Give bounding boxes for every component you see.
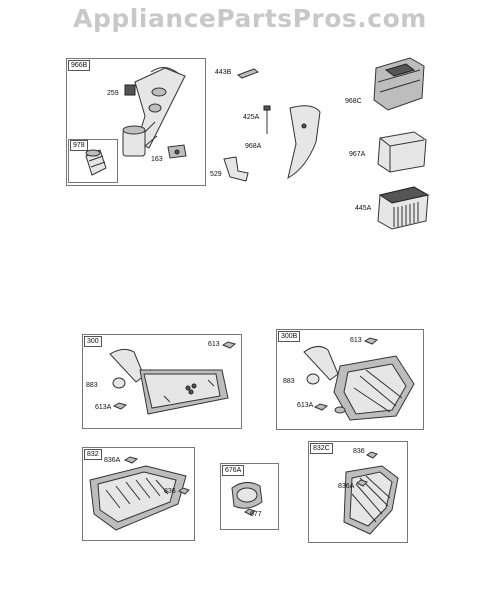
part-label-300B-883: 883 bbox=[283, 378, 295, 385]
part-label-676A-677: 677 bbox=[250, 511, 262, 518]
part-label-300-613: 613 bbox=[208, 341, 220, 348]
part-label-529: 529 bbox=[210, 171, 222, 178]
screw-613-300-part bbox=[221, 341, 237, 349]
site-watermark: AppliancePartsPros.com bbox=[73, 4, 427, 33]
air-intake-elbow-part bbox=[122, 67, 186, 157]
screw-836A-832C-part bbox=[356, 479, 368, 487]
screw-613A-300B-part bbox=[313, 403, 329, 411]
part-label-300-883: 883 bbox=[86, 382, 98, 389]
part-label-425A: 425A bbox=[243, 114, 260, 121]
muffler-300-part bbox=[109, 348, 229, 415]
part-label-259: 259 bbox=[107, 90, 119, 97]
bracket-259-part bbox=[124, 84, 136, 96]
screw-677-676A-part bbox=[244, 508, 256, 516]
part-label-832C-836: 836 bbox=[353, 448, 365, 455]
part-label-832-836: 836 bbox=[164, 488, 176, 495]
group-978-tag: 978 bbox=[70, 140, 88, 151]
muffler-300B-part bbox=[303, 346, 415, 421]
part-label-163: 163 bbox=[151, 156, 163, 163]
elbow-529-part bbox=[223, 156, 249, 182]
part-label-445A: 445A bbox=[355, 205, 372, 212]
intake-tube-978-part bbox=[85, 149, 107, 176]
guard-832C-part bbox=[343, 465, 399, 535]
group-832-tag: 832 bbox=[84, 449, 102, 460]
screw-836-832C-part bbox=[366, 451, 378, 459]
spark-arrestor-676A-part bbox=[231, 482, 263, 509]
screw-443B-part bbox=[236, 68, 260, 79]
part-label-443B: 443B bbox=[215, 69, 232, 76]
part-label-300-613A: 613A bbox=[95, 404, 112, 411]
part-label-968A: 968A bbox=[245, 143, 262, 150]
screw-613A-300-part bbox=[112, 402, 128, 410]
screw-836A-832-part bbox=[123, 456, 139, 464]
screw-613-300B-part bbox=[363, 337, 379, 345]
cover-968A-part bbox=[287, 105, 321, 179]
group-300B-tag: 300B bbox=[278, 331, 301, 342]
part-label-832-836A: 836A bbox=[104, 457, 121, 464]
part-label-967A: 967A bbox=[349, 151, 366, 158]
bolt-425A-part bbox=[263, 105, 271, 134]
part-label-832C-836A: 836A bbox=[338, 483, 355, 490]
gasket-883-300B-part bbox=[306, 373, 320, 385]
group-966B-tag: 966B bbox=[68, 60, 91, 71]
group-676A-tag: 676A bbox=[222, 465, 245, 476]
screw-836-832-part bbox=[178, 487, 190, 495]
part-label-300B-613A: 613A bbox=[297, 402, 314, 409]
filter-cartridge-445A-part bbox=[377, 186, 430, 230]
gasket-883-300-part bbox=[112, 377, 126, 389]
air-cleaner-cover-968C-part bbox=[373, 57, 425, 111]
clip-163-part bbox=[167, 144, 187, 159]
group-300-tag: 300 bbox=[84, 336, 102, 347]
pre-cleaner-967A-part bbox=[377, 131, 427, 173]
part-label-968C: 968C bbox=[345, 98, 362, 105]
part-label-300B-613: 613 bbox=[350, 337, 362, 344]
group-832C-tag: 832C bbox=[310, 443, 333, 454]
guard-832-part bbox=[89, 465, 187, 531]
